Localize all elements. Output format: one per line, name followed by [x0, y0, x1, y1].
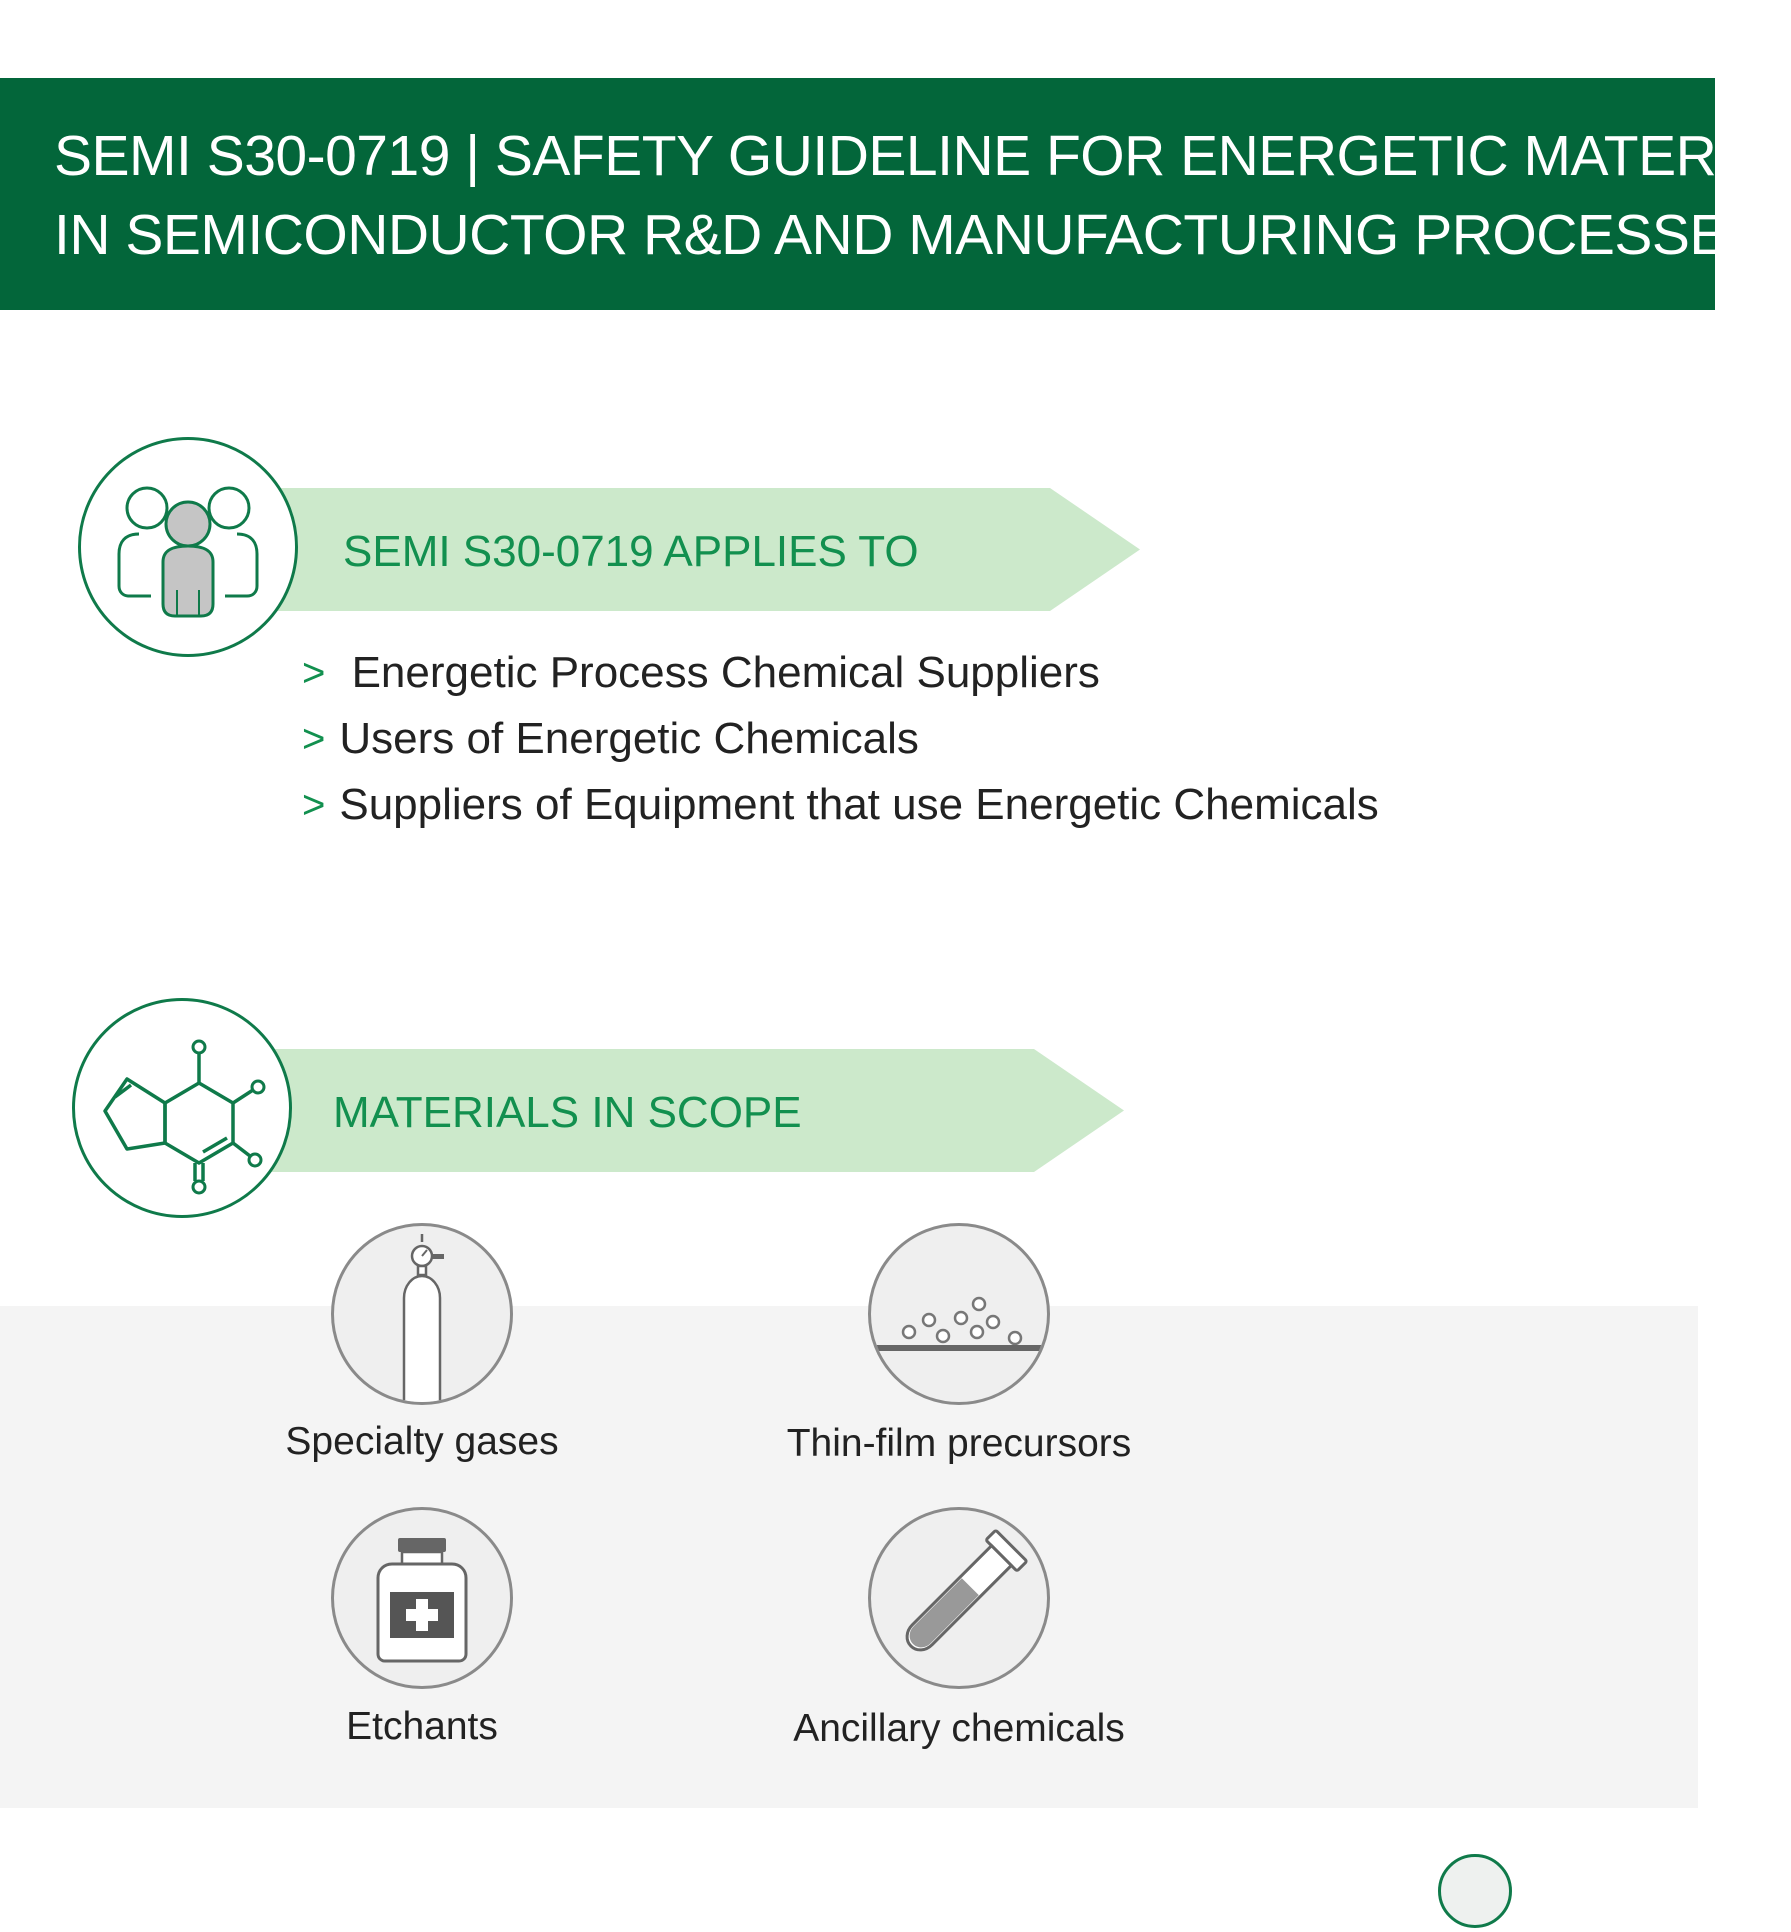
page-title-line-1: SEMI S30-0719 | SAFETY GUIDELINE FOR ENE…	[54, 124, 1791, 188]
list-item-text: Suppliers of Equipment that use Energeti…	[339, 780, 1379, 829]
page-title-line-2: IN SEMICONDUCTOR R&D AND MANUFACTURING P…	[54, 203, 1765, 267]
chevron-right-icon: >	[302, 650, 326, 695]
gas-cylinder-icon	[331, 1223, 513, 1405]
molecule-icon	[72, 998, 292, 1218]
applies-to-list: > Energetic Process Chemical Suppliers >…	[302, 640, 1379, 838]
materials-banner	[240, 1049, 1124, 1172]
applies-to-heading: SEMI S30-0719 APPLIES TO	[343, 527, 919, 576]
material-label-thin-film-precursors: Thin-film precursors	[786, 1422, 1132, 1465]
header-banner	[0, 78, 1715, 310]
thin-film-particles-icon	[868, 1223, 1050, 1405]
list-item-text: Users of Energetic Chemicals	[339, 714, 919, 763]
list-item: > Users of Energetic Chemicals	[302, 706, 1379, 772]
material-label-specialty-gases: Specialty gases	[285, 1420, 559, 1463]
materials-heading: MATERIALS IN SCOPE	[333, 1088, 802, 1137]
list-item-text: Energetic Process Chemical Suppliers	[339, 648, 1100, 697]
material-label-ancillary-chemicals: Ancillary chemicals	[793, 1707, 1125, 1750]
test-tube-icon	[868, 1507, 1050, 1689]
material-label-etchants: Etchants	[346, 1705, 498, 1748]
chevron-right-icon: >	[302, 782, 326, 827]
chevron-right-icon: >	[302, 716, 326, 761]
people-group-icon	[78, 437, 298, 657]
list-item: > Energetic Process Chemical Suppliers	[302, 640, 1379, 706]
chemical-bottle-icon	[331, 1507, 513, 1689]
applies-to-banner	[250, 488, 1140, 611]
materials-panel	[0, 1306, 1698, 1808]
list-item: > Suppliers of Equipment that use Energe…	[302, 772, 1379, 838]
decorative-circle-icon	[1438, 1854, 1512, 1928]
